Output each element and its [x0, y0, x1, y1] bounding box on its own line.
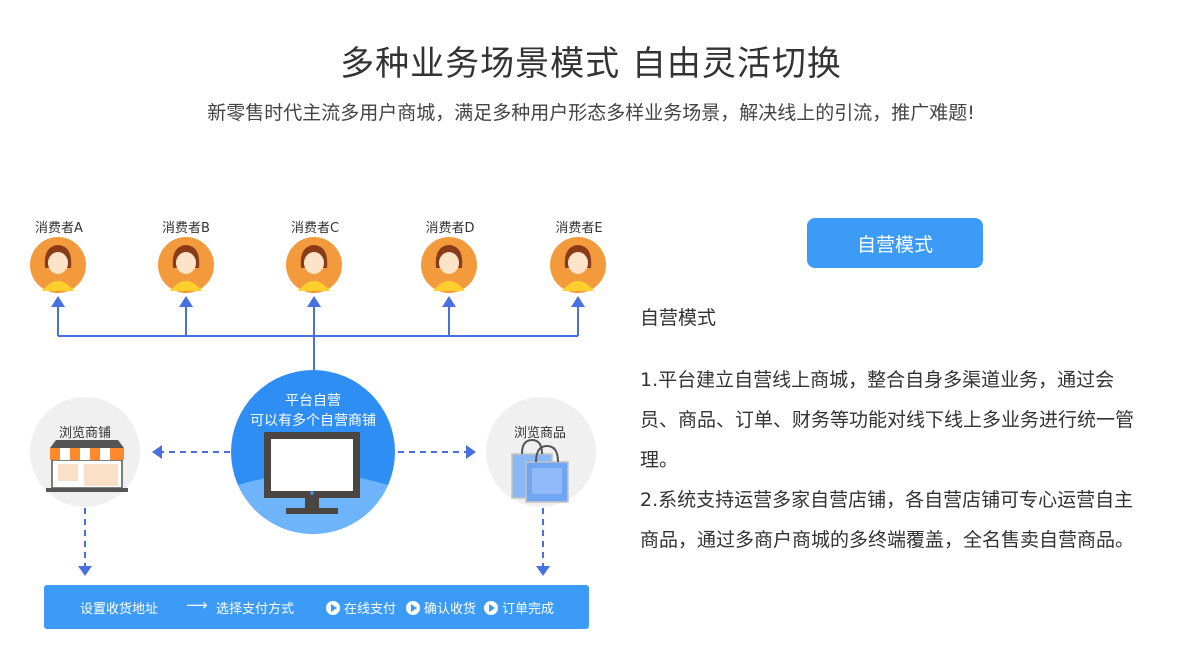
page-subtitle: 新零售时代主流多用户商城，满足多种用户形态多样业务场景，解决线上的引流，推广难题…	[207, 102, 975, 124]
consumer-label-b: 消费者B	[162, 221, 210, 236]
flow-step-online-pay: 在线支付	[326, 598, 396, 617]
order-flow-bar: 设置收货地址 ⟶ 选择支付方式 在线支付 确认收货 订单完成	[44, 585, 589, 629]
page-title: 多种业务场景模式 自由灵活切换	[340, 44, 842, 84]
self-operated-mode-button[interactable]: 自营模式	[807, 218, 983, 268]
person-avatar-icon	[158, 237, 214, 293]
person-avatar-icon	[421, 237, 477, 293]
consumer-avatars	[30, 237, 606, 293]
consumer-connectors	[57, 305, 579, 370]
consumer-label-d: 消费者D	[425, 221, 475, 236]
play-icon	[326, 601, 340, 615]
play-icon	[484, 601, 498, 615]
consumer-label-e: 消费者E	[555, 221, 603, 236]
play-icon	[406, 601, 420, 615]
flow-step-complete-label: 订单完成	[502, 602, 555, 617]
shopping-bag-icon	[511, 438, 569, 503]
mode-heading: 自营模式	[640, 307, 717, 329]
platform-label-line2: 可以有多个自营商铺	[250, 413, 376, 429]
diagram-canvas	[30, 237, 606, 576]
storefront-icon	[46, 440, 128, 492]
platform-circle	[231, 370, 395, 534]
connector-arrowheads	[51, 296, 585, 307]
platform-label-line1: 平台自营	[285, 393, 341, 409]
mode-description-2: 2.系统支持运营多家自营店铺，各自营店铺可专心运营自主商品，通过多商户商城的多终…	[640, 489, 1135, 551]
browse-store-label: 浏览商铺	[58, 426, 111, 441]
consumer-label-a: 消费者A	[35, 221, 83, 236]
person-avatar-icon	[286, 237, 342, 293]
business-flow-diagram: 消费者A 消费者B 消费者C 消费者D 消费者E 平台自营 可以有多个自营商铺 …	[0, 200, 620, 650]
person-avatar-icon	[30, 237, 86, 293]
monitor-icon	[264, 432, 360, 514]
flow-step-address: 设置收货地址	[80, 602, 159, 617]
flow-step-confirm: 确认收货	[406, 598, 476, 617]
flow-arrow: ⟶	[186, 596, 208, 614]
product-node	[486, 397, 596, 507]
flow-step-confirm-label: 确认收货	[424, 602, 477, 617]
person-avatar-icon	[550, 237, 606, 293]
flow-step-complete: 订单完成	[484, 598, 554, 617]
flow-step-online-pay-label: 在线支付	[344, 602, 397, 617]
mode-description-1: 1.平台建立自营线上商城，整合自身多渠道业务，通过会员、商品、订单、财务等功能对…	[640, 369, 1135, 471]
browse-product-label: 浏览商品	[513, 426, 566, 441]
dashed-side-arrows	[84, 451, 544, 568]
consumer-label-c: 消费者C	[290, 221, 340, 236]
storefront-node	[30, 397, 140, 507]
flow-step-payment-method: 选择支付方式	[216, 602, 295, 617]
